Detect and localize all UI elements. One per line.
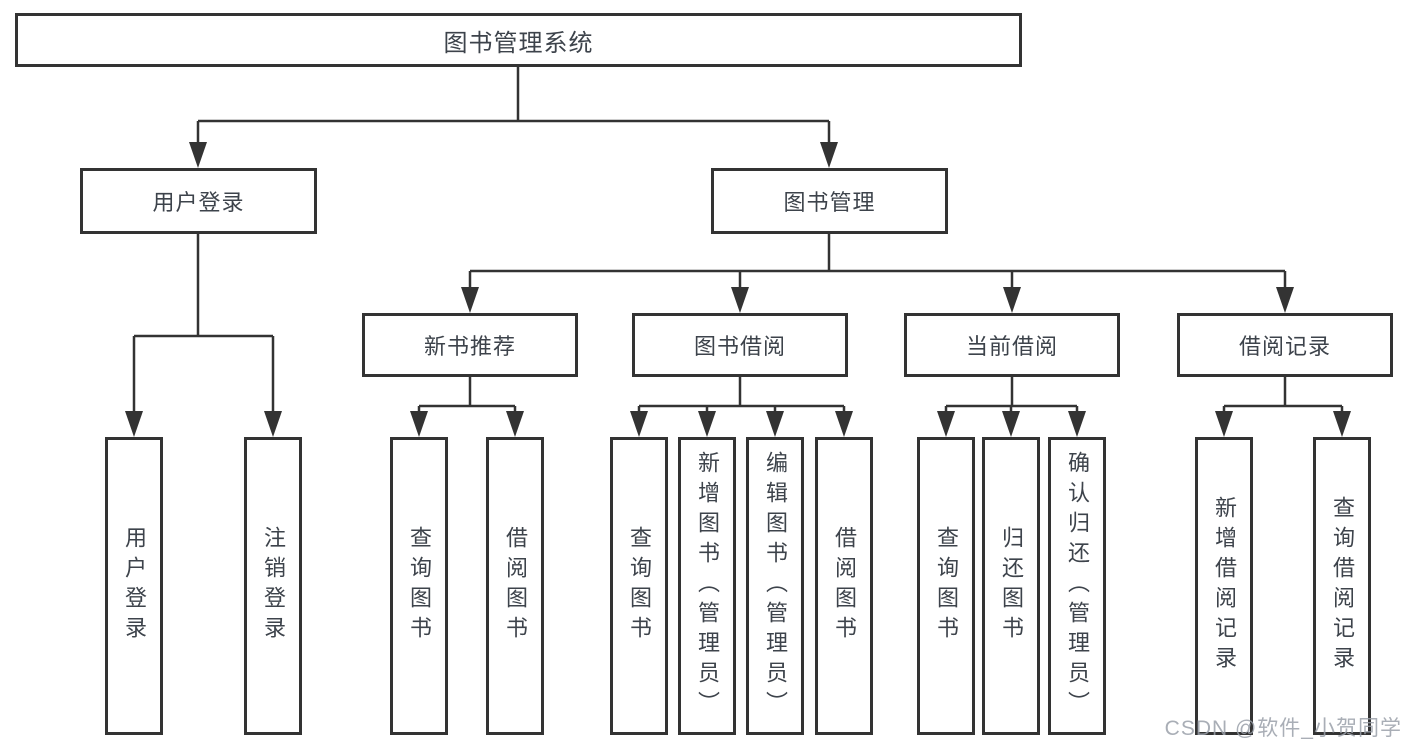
leaf-add-book-admin: 新增图书（管理员） bbox=[678, 437, 736, 735]
edge-new-book-recommend-to-leaves bbox=[410, 377, 524, 437]
leaf-confirm-return-admin: 确认归还（管理员） bbox=[1048, 437, 1106, 735]
leaf-query-books-current: 查询图书 bbox=[917, 437, 975, 735]
node-borrowing-records: 借阅记录 bbox=[1177, 313, 1393, 377]
node-user-login: 用户登录 bbox=[80, 168, 317, 234]
node-library-management-system: 图书管理系统 bbox=[15, 13, 1022, 67]
csdn-watermark: CSDN @软件_小贺同学 bbox=[1164, 717, 1402, 740]
edge-user-login-to-leaves bbox=[125, 234, 282, 437]
edge-root-to-level2 bbox=[189, 67, 838, 168]
edge-current-borrowing-to-leaves bbox=[937, 377, 1086, 437]
node-book-borrowing: 图书借阅 bbox=[632, 313, 848, 377]
node-current-borrowing: 当前借阅 bbox=[904, 313, 1120, 377]
node-book-management: 图书管理 bbox=[711, 168, 948, 234]
leaf-borrow-books-borrowing: 借阅图书 bbox=[815, 437, 873, 735]
leaf-query-borrow-record: 查询借阅记录 bbox=[1313, 437, 1371, 735]
leaf-logout: 注销登录 bbox=[244, 437, 302, 735]
leaf-borrow-books-recommend: 借阅图书 bbox=[486, 437, 544, 735]
edge-book-management-to-level3 bbox=[461, 234, 1294, 313]
node-new-book-recommend: 新书推荐 bbox=[362, 313, 578, 377]
edge-borrowing-records-to-leaves bbox=[1215, 377, 1351, 437]
edge-book-borrowing-to-leaves bbox=[630, 377, 853, 437]
leaf-query-books-recommend: 查询图书 bbox=[390, 437, 448, 735]
leaf-add-borrow-record: 新增借阅记录 bbox=[1195, 437, 1253, 735]
leaf-return-books: 归还图书 bbox=[982, 437, 1040, 735]
leaf-edit-book-admin: 编辑图书（管理员） bbox=[746, 437, 804, 735]
leaf-query-books-borrowing: 查询图书 bbox=[610, 437, 668, 735]
leaf-user-login: 用户登录 bbox=[105, 437, 163, 735]
